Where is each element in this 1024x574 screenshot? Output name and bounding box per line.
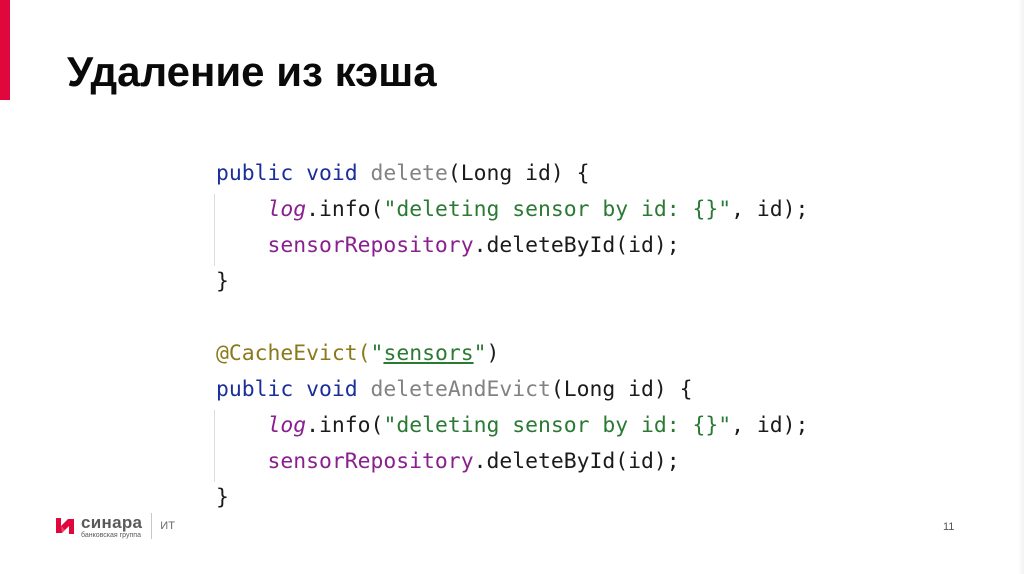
code-line: } — [216, 480, 808, 516]
code-line — [216, 300, 808, 336]
code-token — [216, 233, 268, 258]
code-token: log — [267, 413, 307, 438]
right-edge-shade — [1018, 0, 1024, 574]
code-token: sensorRepository — [267, 449, 474, 474]
company-logo: синара банковская группа ИТ — [55, 513, 175, 539]
code-block: public void delete(Long id) { log.info("… — [216, 156, 808, 516]
code-line: @CacheEvict("sensors") — [216, 336, 808, 372]
code-token: sensors — [383, 341, 474, 366]
logo-divider — [151, 513, 153, 539]
code-token: ) — [486, 341, 500, 366]
logo-subtitle: банковская группа — [81, 531, 141, 539]
code-token: .deleteById(id); — [473, 449, 680, 474]
code-token: sensorRepository — [267, 233, 474, 258]
indent-guide — [214, 410, 215, 482]
code-line: public void delete(Long id) { — [216, 156, 808, 192]
page-number: 11 — [943, 521, 955, 533]
code-token: (Long id) { — [550, 377, 693, 402]
code-token: } — [216, 269, 229, 294]
accent-bar — [0, 0, 10, 100]
sinara-logo-icon — [56, 518, 74, 534]
code-line: public void deleteAndEvict(Long id) { — [216, 372, 808, 408]
code-token: delete — [370, 161, 448, 186]
code-token: , id); — [731, 197, 809, 222]
code-token: public void — [216, 377, 371, 402]
code-line: } — [216, 264, 808, 300]
code-token: public void — [216, 161, 371, 186]
code-token: .info( — [306, 413, 384, 438]
code-token: log — [267, 197, 307, 222]
logo-text: синара банковская группа — [81, 514, 142, 539]
logo-name: синара — [81, 512, 143, 532]
code-line: log.info("deleting sensor by id: {}", id… — [216, 192, 809, 228]
code-token: " — [473, 341, 487, 366]
indent-guide — [214, 194, 215, 266]
code-token: (Long id) { — [447, 161, 590, 186]
code-line: sensorRepository.deleteById(id); — [216, 228, 808, 264]
code-token: , id); — [731, 413, 809, 438]
slide-title: Удаление из кэша — [67, 48, 437, 95]
code-line: log.info("deleting sensor by id: {}", id… — [216, 408, 809, 444]
code-token: deleteAndEvict — [370, 377, 551, 402]
code-token: @CacheEvict( — [216, 341, 371, 366]
code-token — [216, 413, 268, 438]
code-token: .deleteById(id); — [473, 233, 680, 258]
code-token: "deleting sensor by id: {}" — [383, 413, 732, 438]
code-token: " — [370, 341, 384, 366]
code-token — [216, 449, 268, 474]
code-token: } — [216, 485, 229, 510]
code-line: sensorRepository.deleteById(id); — [216, 444, 808, 480]
code-token — [216, 197, 268, 222]
code-token: "deleting sensor by id: {}" — [383, 197, 732, 222]
code-token: .info( — [306, 197, 384, 222]
logo-division: ИТ — [160, 520, 175, 532]
